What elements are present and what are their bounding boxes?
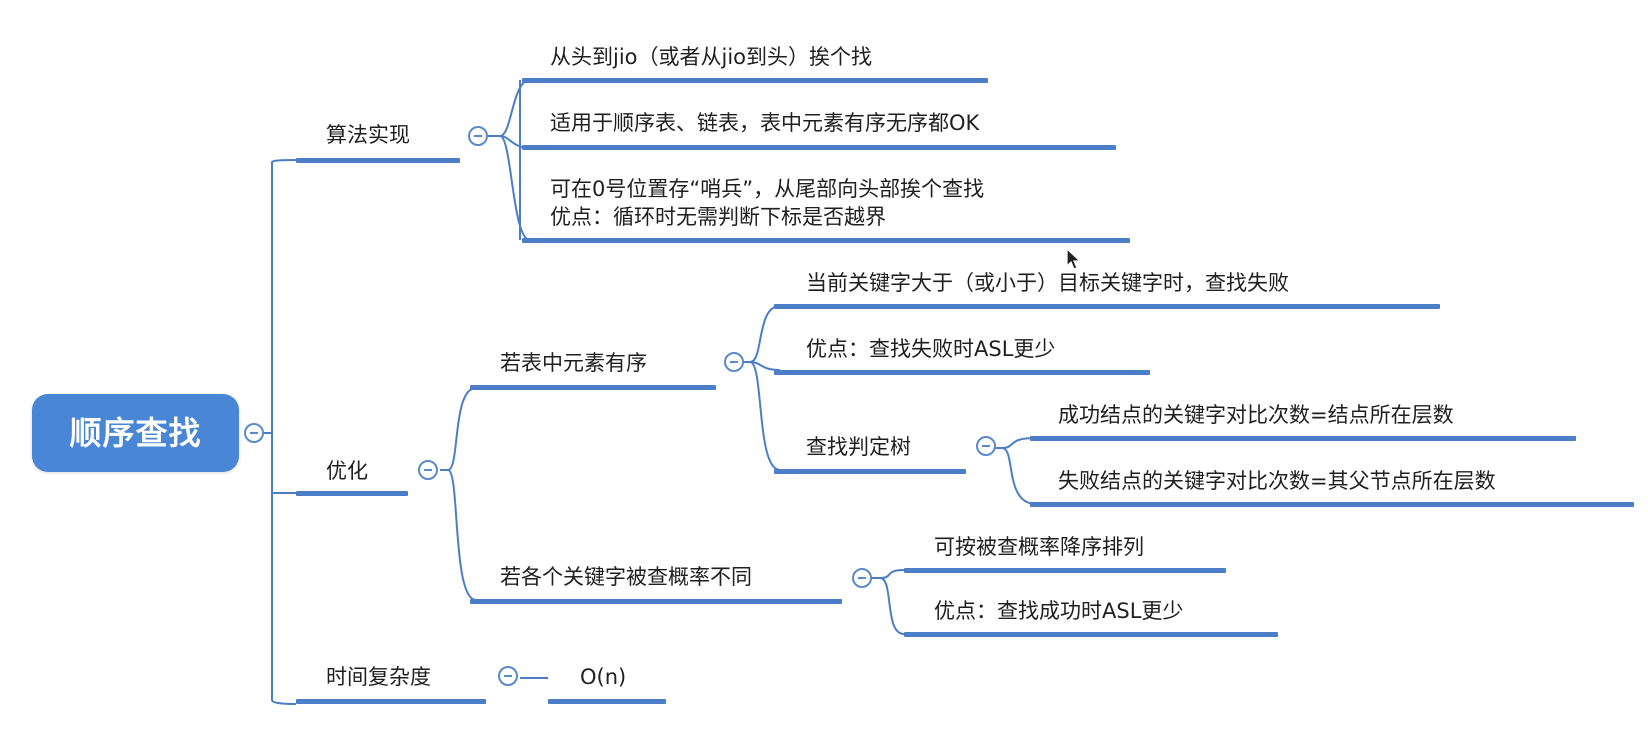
underline-complexity xyxy=(296,699,486,704)
underline-tree-item-0 xyxy=(1030,436,1576,441)
node-probability[interactable]: 若各个关键字被查概率不同 xyxy=(500,565,752,589)
node-algorithm-item-0[interactable]: 从头到jio（或者从jio到头）挨个找 xyxy=(550,45,873,69)
underline-algorithm-item-0 xyxy=(522,78,988,83)
underline-algorithm xyxy=(296,158,460,163)
collapse-probability-icon[interactable] xyxy=(852,568,872,588)
node-complexity[interactable]: 时间复杂度 xyxy=(326,665,431,689)
collapse-complexity-icon[interactable] xyxy=(498,666,518,686)
underline-probability xyxy=(470,599,842,604)
node-tree-item-0[interactable]: 成功结点的关键字对比次数=结点所在层数 xyxy=(1058,403,1454,427)
node-probability-item-0[interactable]: 可按被查概率降序排列 xyxy=(934,535,1144,559)
node-algorithm-item-2-line-1[interactable]: 优点：循环时无需判断下标是否越界 xyxy=(550,205,886,229)
underline-probability-item-0 xyxy=(904,568,1226,573)
node-algorithm[interactable]: 算法实现 xyxy=(326,123,410,147)
mouse-cursor-icon xyxy=(1066,248,1082,270)
underline-algorithm-item-2 xyxy=(522,238,1130,243)
collapse-root-icon[interactable] xyxy=(244,423,264,443)
underline-ordered-item-1 xyxy=(774,370,1150,375)
node-probability-item-1[interactable]: 优点：查找成功时ASL更少 xyxy=(934,599,1184,623)
underline-tree-item-1 xyxy=(1030,502,1634,507)
connector-ordered xyxy=(740,305,781,471)
collapse-algorithm-icon[interactable] xyxy=(468,126,488,146)
collapse-tree-icon[interactable] xyxy=(976,436,996,456)
underline-ordered-item-0 xyxy=(774,304,1440,309)
underline-ordered xyxy=(470,385,716,390)
node-ordered[interactable]: 若表中元素有序 xyxy=(500,351,647,375)
underline-complexity-value xyxy=(548,699,666,704)
underline-tree xyxy=(774,469,966,474)
connector-tree xyxy=(994,437,1037,505)
node-ordered-item-0[interactable]: 当前关键字大于（或小于）目标关键字时，查找失败 xyxy=(806,271,1289,295)
node-algorithm-item-2-line-0[interactable]: 可在0号位置存“哨兵”，从尾部向头部挨个查找 xyxy=(550,177,985,201)
connector-algorithm xyxy=(488,79,531,241)
connector-probability xyxy=(870,569,905,635)
root-label: 顺序查找 xyxy=(69,414,202,452)
node-algorithm-item-1[interactable]: 适用于顺序表、链表，表中元素有序无序都OK xyxy=(550,111,980,135)
underline-probability-item-1 xyxy=(904,632,1278,637)
root-node[interactable]: 顺序查找 xyxy=(32,394,239,472)
node-optimize[interactable]: 优化 xyxy=(326,459,368,483)
underline-algorithm-item-1 xyxy=(522,145,1116,150)
node-complexity-value[interactable]: O(n) xyxy=(580,665,627,689)
node-ordered-item-1[interactable]: 优点：查找失败时ASL更少 xyxy=(806,337,1056,361)
connector-optimize xyxy=(440,387,477,601)
collapse-optimize-icon[interactable] xyxy=(418,460,438,480)
node-tree[interactable]: 查找判定树 xyxy=(806,435,911,459)
underline-optimize xyxy=(296,491,408,496)
node-tree-item-1[interactable]: 失败结点的关键字对比次数=其父节点所在层数 xyxy=(1058,469,1496,493)
collapse-ordered-icon[interactable] xyxy=(724,352,744,372)
